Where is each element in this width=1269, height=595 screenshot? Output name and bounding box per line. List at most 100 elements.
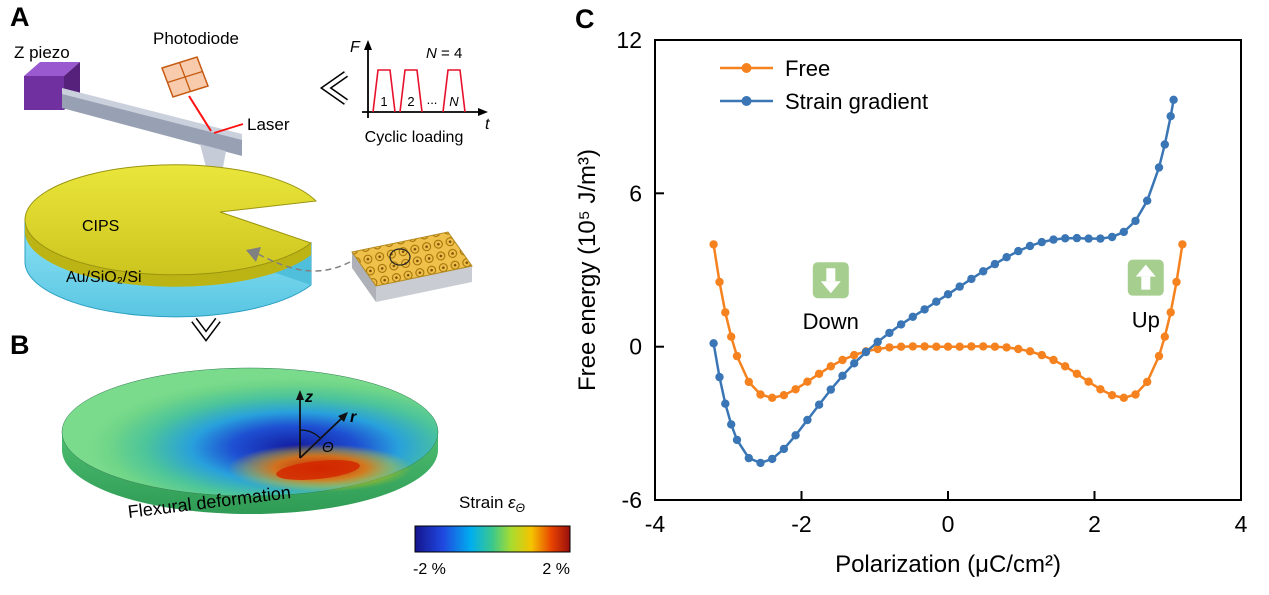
series-marker — [861, 347, 871, 357]
chart-series — [709, 95, 1187, 468]
series-marker — [885, 328, 894, 338]
y-tick-label: -6 — [622, 487, 642, 513]
series-marker — [744, 377, 753, 387]
series-marker — [803, 377, 812, 386]
series-marker — [1166, 112, 1175, 121]
x-axis-title: Polarization (μC/cm²) — [835, 551, 1061, 578]
series-marker — [850, 350, 859, 360]
up-arrow-icon — [1141, 276, 1151, 290]
t-axis-arrow-icon — [478, 108, 488, 116]
laser-pointer-line — [213, 123, 244, 134]
panel-a-schematic: A Z piezo Photodiode Laser — [10, 2, 490, 342]
series-marker — [814, 400, 824, 409]
legend-label: Strain gradient — [785, 89, 928, 114]
chevron-left-icon — [319, 71, 349, 105]
series-marker — [1014, 246, 1023, 256]
down-arrow-icon — [826, 268, 836, 282]
x-tick-label: 2 — [1088, 511, 1101, 537]
n-equals-label: N = 4 — [426, 45, 462, 62]
series-marker — [838, 371, 847, 380]
series-marker — [1131, 216, 1140, 226]
z-axis-label: z — [304, 389, 313, 406]
series-marker — [1143, 196, 1152, 205]
series-marker — [908, 312, 917, 321]
series-marker — [1166, 308, 1175, 317]
pulse-1-number: 1 — [380, 94, 387, 109]
deformed-disc — [61, 367, 439, 514]
z-axis-arrow-icon — [296, 390, 304, 400]
series-marker — [1061, 362, 1070, 371]
series-marker — [727, 332, 736, 341]
pulse-1-icon — [372, 69, 396, 113]
cips-side-band — [25, 220, 311, 287]
series-marker — [768, 393, 777, 402]
series-marker — [955, 282, 964, 291]
annotation-label: Down — [803, 309, 859, 334]
series-marker — [1002, 343, 1011, 352]
series-marker — [709, 339, 718, 348]
series-marker — [1154, 351, 1164, 361]
cyclic-loading-inset: F t 1 2 ... N N = 4 Cyclic loading — [350, 39, 490, 146]
y-axis-title: Free energy (10⁵ J/m³) — [574, 149, 601, 391]
series-marker — [1160, 332, 1169, 341]
substrate-label: Au/SiO₂/Si — [66, 269, 142, 286]
series-marker — [1025, 241, 1035, 251]
series-marker — [756, 390, 765, 399]
r-axis-label: r — [350, 409, 357, 426]
series-marker — [873, 344, 882, 354]
series-marker — [826, 385, 835, 394]
series-marker — [979, 342, 988, 351]
series-marker — [1037, 350, 1046, 360]
up-arrow-icon — [1135, 264, 1156, 277]
series-marker — [721, 308, 730, 317]
strain-crease-core — [276, 460, 360, 480]
series-marker — [721, 399, 730, 408]
series-marker — [779, 444, 789, 454]
panel-a-label: A — [10, 2, 30, 32]
x-tick-label: 4 — [1235, 511, 1248, 537]
series-marker — [979, 267, 988, 276]
series-marker — [826, 362, 835, 371]
legend-marker-icon — [741, 96, 752, 106]
series-marker — [715, 372, 724, 382]
panel-b-label: B — [10, 330, 30, 360]
series-marker — [920, 305, 929, 314]
strain-colorbar: Strain εΘ -2 % 2 % — [413, 493, 571, 578]
z-piezo-label: Z piezo — [14, 43, 70, 62]
chevron-down-icon — [191, 317, 221, 342]
x-tick-label: 0 — [942, 511, 955, 537]
series-marker — [1172, 277, 1181, 287]
photodiode-icon — [161, 56, 209, 98]
series-marker — [1049, 355, 1058, 365]
series-marker — [943, 290, 953, 299]
x-tick-label: -2 — [791, 511, 811, 537]
series-marker — [1143, 377, 1152, 387]
photodiode-label: Photodiode — [153, 29, 239, 48]
pulse-2-icon — [399, 69, 423, 113]
x-tick-label: -4 — [645, 511, 666, 537]
f-axis-arrow-icon — [364, 40, 372, 50]
y-tick-label: 0 — [629, 334, 642, 360]
pulse-ellipsis: ... — [427, 92, 438, 107]
y-tick-label: 6 — [629, 180, 642, 206]
series-marker — [1131, 390, 1140, 399]
cyclic-loading-caption: Cyclic loading — [365, 129, 464, 146]
series-marker — [1096, 385, 1105, 394]
laser-beam-icon — [188, 95, 212, 132]
chart-tick-labels: -4 -2 0 2 4 12 6 0 -6 — [616, 27, 1247, 537]
pulse-2-number: 2 — [407, 94, 414, 109]
series-marker — [1154, 163, 1164, 172]
series-marker — [791, 385, 800, 394]
series-marker — [1002, 253, 1011, 262]
series-marker — [779, 391, 789, 400]
series-marker — [1119, 227, 1128, 237]
down-arrow-icon — [820, 281, 841, 294]
colorbar-title: Strain εΘ — [459, 493, 525, 515]
series-marker — [814, 369, 824, 378]
annotation-label: Up — [1132, 308, 1160, 333]
series-line-strain-gradient — [712, 99, 1175, 465]
y-tick-label: 12 — [616, 27, 642, 53]
pulse-n-number: N — [449, 94, 459, 109]
